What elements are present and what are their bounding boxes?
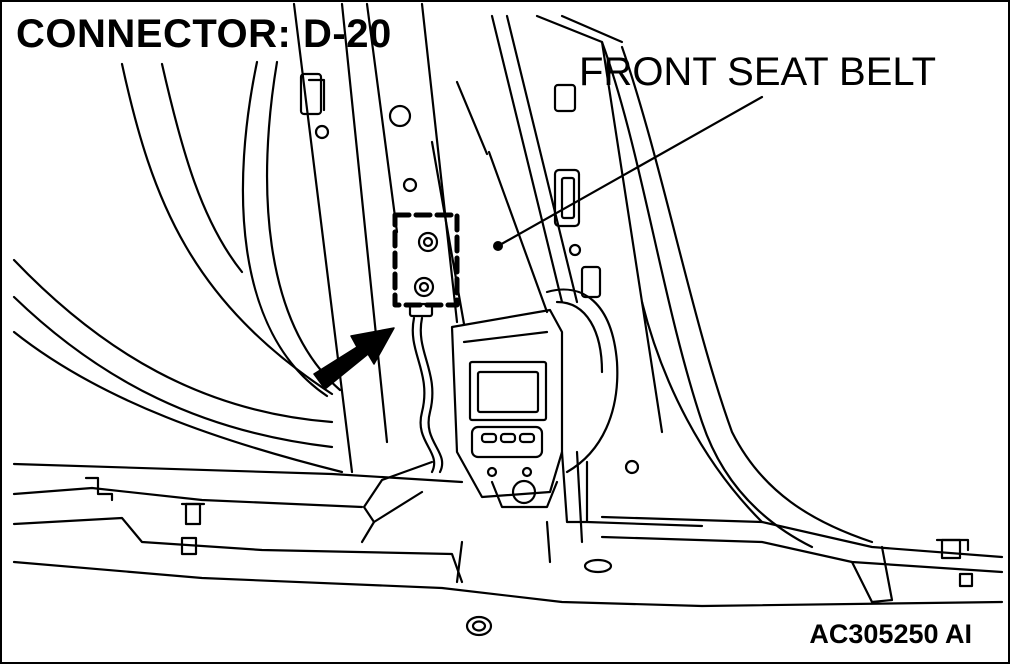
- wire-harness: [360, 316, 444, 544]
- connector-d20: [392, 212, 460, 318]
- floor-sill: [12, 462, 1004, 637]
- belt-webbing: [430, 80, 549, 326]
- belt-retractor: [450, 288, 619, 544]
- connector-title: CONNECTOR: D-20: [16, 12, 392, 56]
- figure-code: AC305250 AI: [809, 619, 972, 649]
- connector-arrow-icon: [313, 327, 395, 390]
- door-opening-outline: [12, 60, 344, 474]
- front-seat-belt-label: FRONT SEAT BELT: [579, 50, 937, 94]
- label-leader-line: [493, 95, 764, 251]
- b-pillar: [292, 2, 874, 549]
